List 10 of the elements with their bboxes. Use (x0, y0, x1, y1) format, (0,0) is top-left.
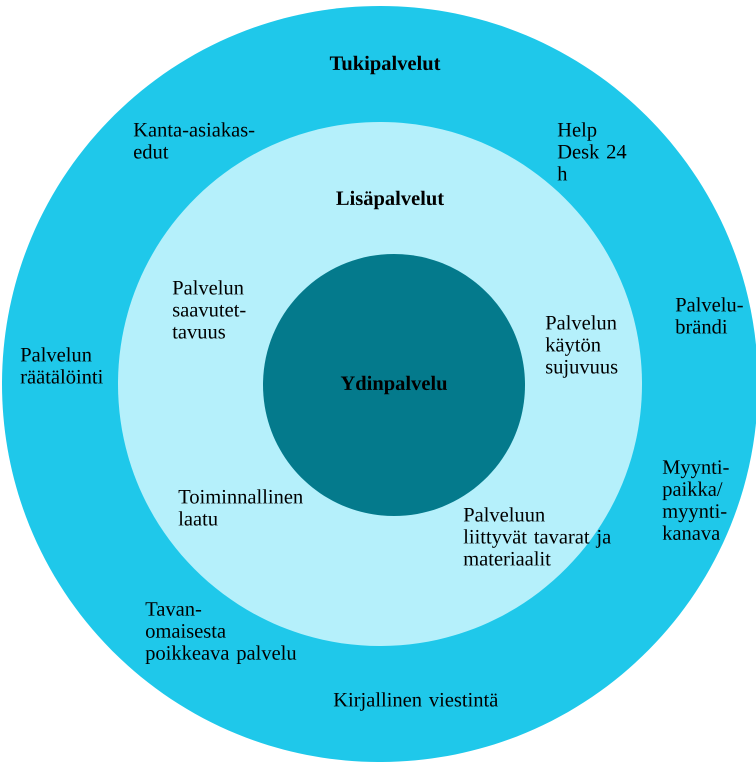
service-label: Tavan- omaisesta poikkeava palvelu (146, 602, 296, 664)
ring-heading: Lisäpalvelut (336, 190, 444, 210)
ring-heading: Tukipalvelut (330, 56, 440, 74)
service-label: Palvelun räätälöinti (20, 347, 103, 384)
service-label: Kanta-asiakas- edut (134, 122, 254, 159)
service-label: Kirjallinen viestintä (334, 692, 498, 711)
service-label: Myynti- paikka/ myynti- kanava (662, 460, 729, 540)
service-label: Palvelu- brändi (675, 297, 743, 334)
service-label: Help Desk 24 h (557, 122, 626, 180)
service-label: Palvelun käytön sujuvuus (546, 315, 618, 378)
